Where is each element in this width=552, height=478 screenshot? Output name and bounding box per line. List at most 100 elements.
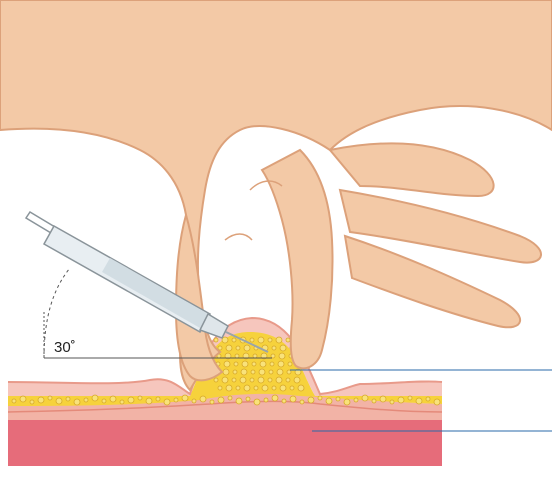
fat-cell bbox=[246, 397, 250, 401]
fat-cell bbox=[214, 338, 218, 342]
fat-cell bbox=[182, 395, 188, 401]
fat-cell bbox=[318, 396, 322, 400]
fat-cell bbox=[226, 345, 232, 351]
fat-cell bbox=[286, 338, 290, 342]
fat-cell bbox=[264, 398, 268, 402]
fat-cell bbox=[277, 369, 283, 375]
fat-cell bbox=[236, 398, 242, 404]
fat-cell bbox=[254, 386, 258, 390]
fat-cell bbox=[242, 361, 248, 367]
fat-cell bbox=[110, 396, 116, 402]
fat-cell bbox=[218, 397, 224, 403]
fat-cell bbox=[222, 337, 228, 343]
muscle-layer bbox=[8, 418, 442, 466]
fat-cell bbox=[192, 399, 196, 403]
fat-cell bbox=[218, 346, 222, 350]
fat-cell bbox=[287, 370, 291, 374]
fat-cell bbox=[260, 361, 266, 367]
fat-cell bbox=[252, 362, 256, 366]
fat-cell bbox=[241, 369, 247, 375]
fat-cell bbox=[259, 369, 265, 375]
fat-cell bbox=[250, 378, 254, 382]
fat-cell bbox=[271, 354, 275, 358]
fat-cell bbox=[272, 395, 278, 401]
fat-cell bbox=[282, 399, 286, 403]
fat-cell bbox=[228, 396, 232, 400]
fat-cell bbox=[300, 400, 304, 404]
finger-1 bbox=[330, 143, 494, 196]
fat-cell bbox=[214, 378, 218, 382]
fat-cell bbox=[290, 386, 294, 390]
fat-cell bbox=[210, 400, 214, 404]
fat-cell bbox=[30, 400, 34, 404]
fat-cell bbox=[244, 345, 250, 351]
fat-cell bbox=[92, 395, 98, 401]
fat-cell bbox=[308, 397, 314, 403]
fat-cell bbox=[268, 338, 272, 342]
knuckle-crease-2 bbox=[225, 234, 252, 240]
fat-cell bbox=[408, 396, 412, 400]
fat-cell bbox=[226, 385, 232, 391]
fat-cell bbox=[250, 338, 254, 342]
fat-cell bbox=[280, 345, 286, 351]
fat-cell bbox=[164, 399, 170, 405]
fat-cell bbox=[254, 399, 260, 405]
fat-cell bbox=[336, 397, 340, 401]
fat-cell bbox=[416, 398, 422, 404]
fat-cell bbox=[354, 398, 358, 402]
fat-cell bbox=[84, 398, 88, 402]
fat-cell bbox=[290, 396, 296, 402]
fat-cell bbox=[398, 397, 404, 403]
fat-cell bbox=[288, 362, 292, 366]
fat-cell bbox=[280, 385, 286, 391]
fat-cell bbox=[174, 398, 178, 402]
fat-cell bbox=[268, 378, 272, 382]
fat-cell bbox=[102, 399, 106, 403]
fat-cell bbox=[270, 362, 274, 366]
fat-cell bbox=[251, 370, 255, 374]
fat-cell bbox=[372, 399, 376, 403]
fat-cell bbox=[269, 370, 273, 374]
fat-cell bbox=[222, 377, 228, 383]
fat-cell bbox=[20, 396, 26, 402]
angle-label: 30˚ bbox=[54, 339, 76, 356]
fat-cell bbox=[218, 386, 222, 390]
fat-cell bbox=[286, 378, 290, 382]
fat-cell bbox=[272, 386, 276, 390]
fat-cell bbox=[426, 397, 430, 401]
fat-cell bbox=[262, 385, 268, 391]
fat-cell bbox=[224, 361, 230, 367]
fat-cell bbox=[253, 354, 257, 358]
fat-cell bbox=[48, 396, 52, 400]
fat-cell bbox=[240, 377, 246, 383]
fat-cell bbox=[276, 337, 282, 343]
fat-cell bbox=[258, 337, 264, 343]
fat-cell bbox=[56, 398, 62, 404]
fat-cell bbox=[279, 353, 285, 359]
fat-cell bbox=[278, 361, 284, 367]
fat-cell bbox=[200, 396, 206, 402]
fat-cell bbox=[244, 385, 250, 391]
fat-cell bbox=[390, 400, 394, 404]
fat-cell bbox=[362, 395, 368, 401]
fat-cell bbox=[66, 397, 70, 401]
fat-cell bbox=[298, 385, 304, 391]
fat-cell bbox=[12, 399, 16, 403]
fat-cell bbox=[232, 378, 236, 382]
fat-cell bbox=[232, 338, 236, 342]
fat-cell bbox=[272, 346, 276, 350]
fat-cell bbox=[234, 362, 238, 366]
fat-cell bbox=[156, 397, 160, 401]
fat-cell bbox=[236, 346, 240, 350]
fat-cell bbox=[326, 398, 332, 404]
fat-cell bbox=[233, 370, 237, 374]
fat-cell bbox=[258, 377, 264, 383]
fat-cell bbox=[236, 386, 240, 390]
fat-cell bbox=[434, 399, 440, 405]
fat-cell bbox=[146, 398, 152, 404]
fat-cell bbox=[128, 397, 134, 403]
fat-cell bbox=[294, 377, 300, 383]
fat-cell bbox=[380, 396, 386, 402]
fat-cell bbox=[74, 399, 80, 405]
